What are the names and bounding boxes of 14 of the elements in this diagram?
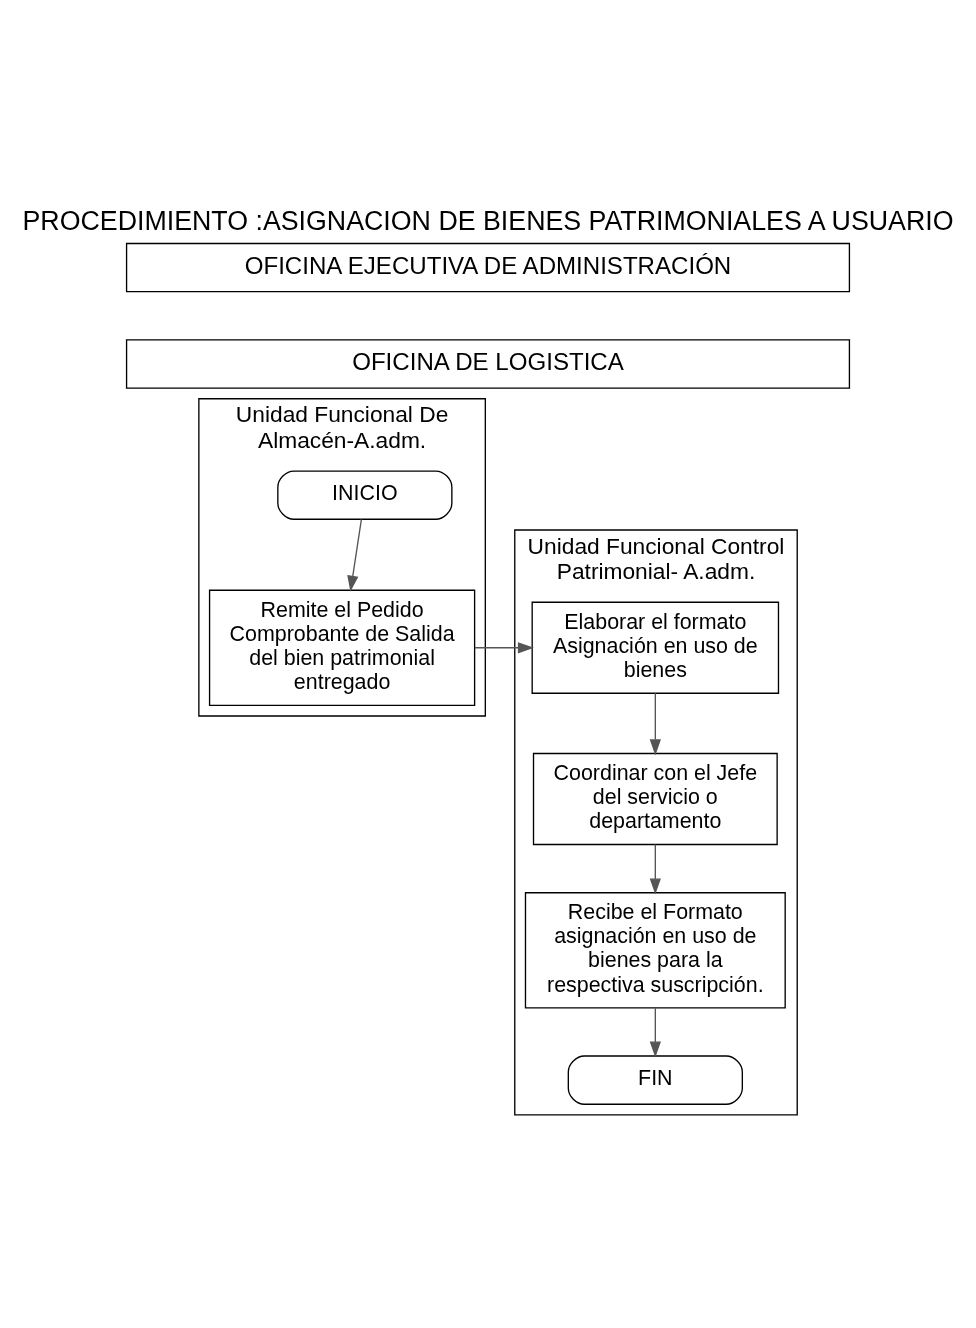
arrow	[347, 518, 363, 592]
node-box: Coordinar con el Jefe del servicio o departamento	[532, 752, 778, 845]
arrow	[649, 692, 661, 755]
diagram-title: PROCEDIMIENTO :ASIGNACION DE BIENES PATRIMONIALES A USUARIO	[22, 205, 954, 236]
node-box: Recibe el Formato asignación en uso de bienes para la respectiva suscripción.	[524, 891, 786, 1008]
arrow	[474, 641, 534, 653]
node-box: OFICINA EJECUTIVA DE ADMINISTRACIÓN	[125, 242, 851, 292]
node-box: Elaborar el formato Asignación en uso de bienes	[531, 601, 780, 694]
arrow	[649, 843, 661, 895]
node-box: OFICINA DE LOGISTICA	[125, 338, 851, 389]
node-box: INICIO	[277, 469, 453, 520]
node-box: FIN	[567, 1054, 743, 1105]
arrow	[649, 1006, 661, 1058]
node-box: Remite el Pedido Comprobante de Salida del bien patrimonial entregado	[208, 589, 476, 706]
